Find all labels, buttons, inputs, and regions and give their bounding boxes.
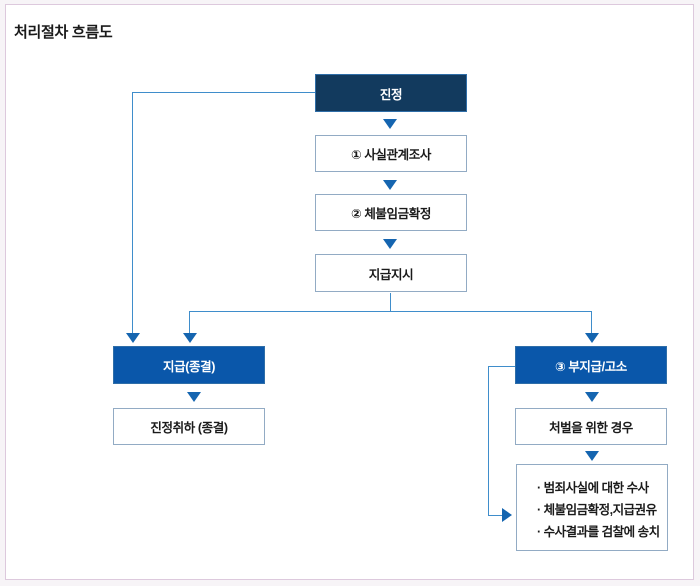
- arrow-into-paid-end-center: [183, 333, 197, 343]
- arrow-into-actions-left: [502, 508, 512, 522]
- list-item-label: 범죄사실에 대한 수사: [543, 481, 649, 495]
- arrow-into-nonpay-accuse: [585, 333, 599, 343]
- node-pay-order[interactable]: 지급지시: [315, 254, 467, 292]
- node-jinjeong-label: 진정: [379, 87, 403, 102]
- edge-split-left-drop: [189, 311, 190, 333]
- arrow-paid-end-to-withdraw: [187, 392, 201, 402]
- edge-nonpay-to-actions-bottom: [488, 515, 502, 516]
- node-paid-end-label: 지급(종결): [163, 359, 215, 374]
- flowchart-canvas: 진정 ① 사실관계조사 ② 체불임금확정 지급지시 지급(종결) 진정취하 (종…: [6, 5, 695, 581]
- edge-pay-order-stem: [390, 293, 391, 312]
- node-jinjeong[interactable]: 진정: [315, 74, 467, 112]
- arrow-nonpay-to-punish-case: [585, 392, 599, 402]
- arrow-jinjeong-to-fact-survey: [383, 119, 397, 129]
- arrow-fact-survey-to-wage-confirm: [383, 180, 397, 190]
- page-title: 처리절차 흐름도: [14, 24, 113, 41]
- list-item-label: 체불임금확정,지급권유: [543, 503, 657, 517]
- node-paid-end[interactable]: 지급(종결): [113, 346, 265, 384]
- arrow-punish-case-to-actions: [585, 451, 599, 461]
- node-wage-confirm-label: ② 체불임금확정: [351, 207, 431, 221]
- list-item-label: 수사결과를 검찰에 송치: [543, 525, 660, 539]
- list-item: ·수사결과를 검찰에 송치: [537, 521, 667, 543]
- diagram-page: 처리절차 흐름도 진정 ①: [5, 4, 694, 580]
- edge-nonpay-to-actions-vertical: [488, 366, 489, 515]
- node-wage-confirm[interactable]: ② 체불임금확정: [315, 194, 467, 231]
- edge-split-bus: [189, 311, 591, 312]
- node-fact-survey[interactable]: ① 사실관계조사: [315, 135, 467, 172]
- node-fact-survey-label: ① 사실관계조사: [351, 148, 431, 162]
- edge-nonpay-to-actions-top: [488, 366, 516, 367]
- list-item: ·범죄사실에 대한 수사: [537, 477, 667, 499]
- edge-jinjeong-to-paid-vertical: [132, 92, 133, 333]
- node-withdraw-end[interactable]: 진정취하 (종결): [113, 408, 265, 445]
- node-punish-case[interactable]: 처벌을 위한 경우: [515, 408, 667, 445]
- arrow-into-paid-end-left: [126, 333, 140, 343]
- node-nonpay-accuse-label: ③ 부지급/고소: [555, 359, 627, 374]
- list-item: ·체불임금확정,지급권유: [537, 499, 667, 521]
- node-actions[interactable]: ·범죄사실에 대한 수사 ·체불임금확정,지급권유 ·수사결과를 검찰에 송치: [516, 464, 668, 551]
- node-withdraw-end-label: 진정취하 (종결): [150, 421, 228, 435]
- edge-split-right-drop: [591, 311, 592, 333]
- node-nonpay-accuse[interactable]: ③ 부지급/고소: [515, 346, 667, 384]
- edge-jinjeong-to-paid-horizontal: [132, 92, 315, 93]
- bullet-icon: ·: [537, 525, 541, 539]
- arrow-wage-confirm-to-pay-order: [383, 239, 397, 249]
- bullet-icon: ·: [537, 481, 541, 495]
- node-punish-case-label: 처벌을 위한 경우: [549, 421, 633, 435]
- bullet-icon: ·: [537, 503, 541, 517]
- node-pay-order-label: 지급지시: [368, 267, 414, 282]
